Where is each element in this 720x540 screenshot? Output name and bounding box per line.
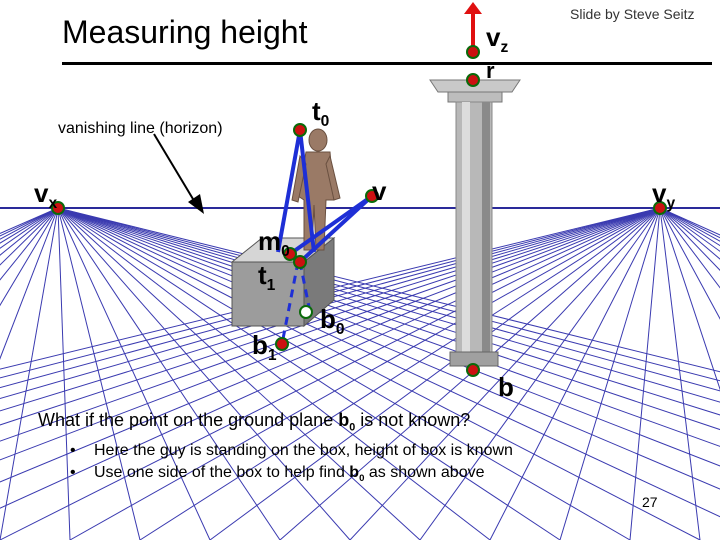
label-b0: b0: [320, 304, 345, 339]
grid-line: [57, 207, 491, 540]
grid-line: [349, 207, 661, 540]
construction-lines: [276, 129, 374, 264]
page-number: 27: [642, 494, 658, 510]
horizon-label: vanishing line (horizon): [58, 120, 223, 137]
point-t0: [293, 123, 307, 137]
bullet-item: Here the guy is standing on the box, hei…: [70, 442, 513, 460]
point-r: [466, 73, 480, 87]
grid-line: [57, 207, 351, 540]
grid-line: [57, 207, 701, 540]
label-r: r: [486, 58, 495, 83]
points: [51, 45, 667, 377]
point-t1: [293, 255, 307, 269]
grid-line: [659, 207, 720, 242]
grid-line: [0, 207, 661, 540]
point-b: [466, 363, 480, 377]
grid-line: [659, 207, 720, 260]
grid-line: [0, 207, 59, 540]
grid-line: [659, 207, 720, 236]
label-vx: vx: [34, 178, 58, 213]
label-b: b: [498, 372, 514, 402]
grid-line: [57, 207, 720, 373]
grid-line: [659, 207, 720, 252]
grid-line: [629, 207, 661, 540]
slide-title: Measuring height: [62, 14, 308, 50]
label-v: v: [372, 176, 387, 206]
b0-open-marker: [299, 305, 313, 319]
grid-line: [57, 207, 720, 490]
grid-line: [659, 207, 720, 239]
point-vy: [653, 201, 667, 215]
label-m0: m0: [258, 226, 290, 261]
grid-line: [0, 207, 59, 281]
ground-grid-lines: [0, 207, 720, 540]
grid-line: [0, 207, 661, 370]
horizon-pointer-arrow: [153, 133, 204, 214]
question-text: What if the point on the ground plane b0…: [38, 410, 471, 434]
grid-line: [559, 207, 661, 540]
vz-arrow: [464, 2, 482, 48]
label-b1: b1: [252, 330, 277, 365]
title-rule: [62, 62, 712, 65]
label-t1: t1: [258, 260, 276, 295]
grid-line: [209, 207, 661, 540]
grid-line: [659, 207, 720, 320]
grid-line: [57, 207, 421, 540]
point-b1: [275, 337, 289, 351]
grid-line: [57, 207, 631, 540]
label-vy: vy: [652, 178, 676, 213]
grid-line: [659, 207, 720, 289]
label-vz: vz: [486, 22, 509, 57]
grid-line: [0, 207, 59, 307]
slide-credit: Slide by Steve Seitz: [570, 6, 695, 22]
grid-line: [69, 207, 661, 540]
grid-line: [0, 207, 661, 442]
grid-line: [659, 207, 701, 540]
grid-line: [57, 207, 720, 431]
grid-line: [57, 207, 71, 540]
grid-line: [0, 207, 661, 483]
grid-line: [0, 207, 661, 461]
grid-line: [57, 207, 720, 403]
grid-line: [0, 207, 59, 266]
label-t0: t0: [312, 96, 330, 131]
grid-line: [57, 207, 141, 540]
grid-line: [57, 207, 211, 540]
dashed-construction-lines: [280, 261, 312, 345]
grid-line: [139, 207, 661, 540]
grid-line: [57, 207, 720, 416]
grid-line: [0, 207, 661, 509]
column: [429, 79, 521, 367]
bullet-item: Use one side of the box to help find b0 …: [70, 464, 513, 484]
point-v: [365, 189, 379, 203]
grid-line: [57, 207, 720, 392]
grid-line: [57, 207, 720, 518]
point-vx: [51, 201, 65, 215]
grid-line: [659, 207, 720, 247]
grid-line: [659, 207, 720, 391]
grid-line: [659, 207, 720, 271]
point-vz: [466, 45, 480, 59]
grid-line: [57, 207, 561, 540]
grid-line: [0, 207, 661, 379]
point-m0: [283, 247, 297, 261]
grid-line: [57, 207, 720, 382]
grid-line: [57, 207, 720, 447]
grid-line: [0, 207, 59, 360]
grid-line: [489, 207, 661, 540]
grid-line: [419, 207, 661, 540]
grid-line: [57, 207, 720, 467]
bullet-list: Here the guy is standing on the box, hei…: [70, 442, 513, 488]
grid-line: [57, 207, 281, 540]
